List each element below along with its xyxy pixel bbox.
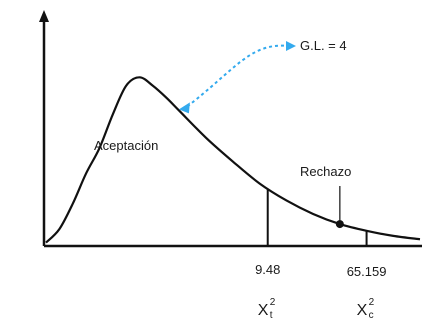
symbol-superscript: 2 — [270, 297, 276, 308]
symbol-subscript: c — [369, 310, 374, 321]
arrowhead-icon — [178, 102, 190, 114]
arrowhead-icon — [286, 41, 296, 51]
dof-label: G.L. = 4 — [300, 38, 347, 53]
rejection-label: Rechazo — [300, 164, 351, 179]
density-curve — [45, 76, 421, 244]
symbol-letter: X — [258, 302, 269, 319]
acceptance-label: Aceptación — [94, 138, 158, 153]
symbol-letter: X — [357, 302, 368, 319]
symbol-subscript: t — [270, 310, 273, 321]
dof-curved-arrow — [184, 44, 291, 110]
chi-square-table-symbol: X 2 t — [258, 297, 276, 321]
symbol-superscript: 2 — [369, 297, 375, 308]
critical-value-label-calculated: 65.159 — [347, 264, 387, 279]
critical-value-label-table: 9.48 — [255, 262, 280, 277]
rejection-point-icon — [335, 220, 344, 229]
chi-square-calculated-symbol: X 2 c — [357, 297, 375, 321]
y-axis-arrow-icon — [39, 10, 49, 22]
